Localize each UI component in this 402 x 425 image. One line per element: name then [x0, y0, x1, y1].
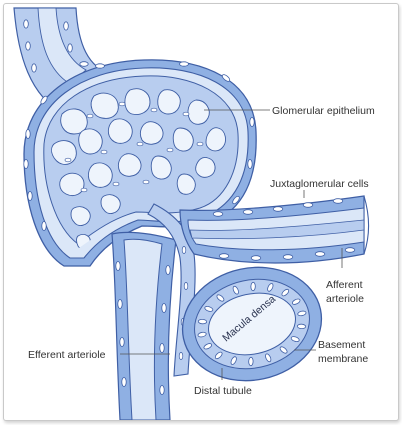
tubule-nucleus [216, 294, 225, 302]
glomerular-tuft [43, 75, 239, 250]
label-afferent-arteriole-line1: Afferent [326, 279, 363, 291]
tubule-nucleus [197, 318, 208, 325]
label-basement-membrane-line1: Basement [318, 339, 365, 351]
label-efferent-arteriole: Efferent arteriole [28, 349, 106, 361]
tubule-nucleus [203, 343, 213, 350]
glomerulus-diagram: Glomerular epithelium Juxtaglomerular ce… [13, 7, 375, 420]
label-glomerular-epithelium: Glomerular epithelium [272, 105, 375, 117]
tubule-nucleus [290, 336, 300, 342]
diagram-frame: Glomerular epithelium Juxtaglomerular ce… [3, 3, 399, 421]
label-basement-membrane-line2: membrane [318, 353, 368, 365]
label-afferent-arteriole-line2: arteriole [326, 293, 364, 305]
label-juxtaglomerular-cells: Juxtaglomerular cells [270, 178, 369, 190]
tubule-nuclei [197, 281, 307, 367]
label-distal-tubule: Distal tubule [194, 385, 252, 397]
tubule-nucleus [197, 331, 207, 338]
tubule-nucleus [267, 283, 274, 292]
tubule-nucleus [265, 353, 272, 363]
tubule-nucleus [250, 281, 256, 292]
tubule-nucleus [281, 288, 290, 297]
tubule-nucleus [214, 351, 223, 360]
tubule-nucleus [230, 356, 237, 365]
leader-lines [120, 109, 343, 380]
distal-tubule-section [181, 266, 323, 382]
tubule-nucleus [296, 323, 307, 330]
tubule-nucleus [279, 346, 288, 354]
tubule-nucleus [291, 298, 301, 305]
descending-vessels [111, 231, 177, 420]
tubule-nucleus [204, 306, 214, 312]
tubule-nucleus [248, 356, 254, 367]
tubule-nucleus [297, 310, 307, 317]
tubule-nucleus [232, 285, 239, 295]
afferent-arteriole-vessel [179, 195, 370, 264]
